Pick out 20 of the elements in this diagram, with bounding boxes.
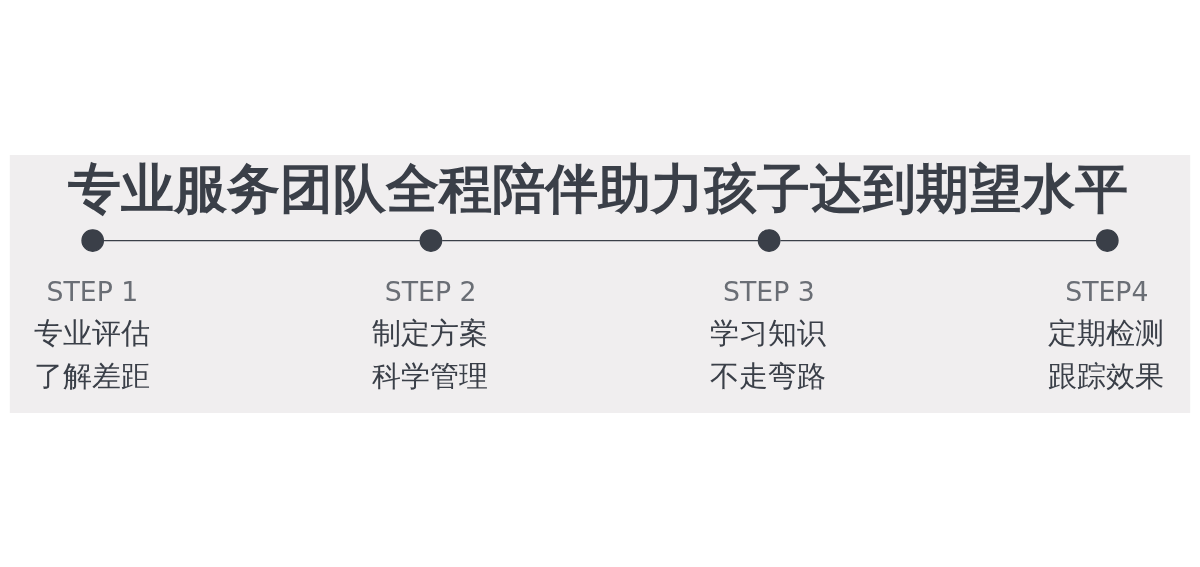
node-label: 跟踪效果 [1048, 358, 1165, 393]
node-label: 不走弯路 [710, 358, 827, 393]
connector [441, 239, 759, 241]
node-label: 制定方案 [372, 315, 489, 350]
diagram-title: 专业服务团队全程陪伴助力孩子达到期望水平 [67, 156, 1128, 220]
node-circle [419, 228, 443, 252]
connector [779, 239, 1098, 241]
node-label: 定期检测 [1048, 315, 1165, 350]
node-circle [1095, 228, 1119, 252]
node-label: STEP4 [1065, 275, 1149, 307]
node-label: 学习知识 [710, 315, 827, 350]
node-label: 了解差距 [33, 358, 150, 393]
node-circle [757, 228, 781, 252]
connector [103, 239, 421, 241]
node-label: 科学管理 [372, 358, 489, 393]
node-label: STEP 3 [722, 275, 815, 307]
node-label: STEP 1 [46, 275, 139, 307]
node-label: 专业评估 [33, 315, 150, 350]
node-label: STEP 2 [384, 275, 477, 307]
node-circle [81, 228, 105, 252]
